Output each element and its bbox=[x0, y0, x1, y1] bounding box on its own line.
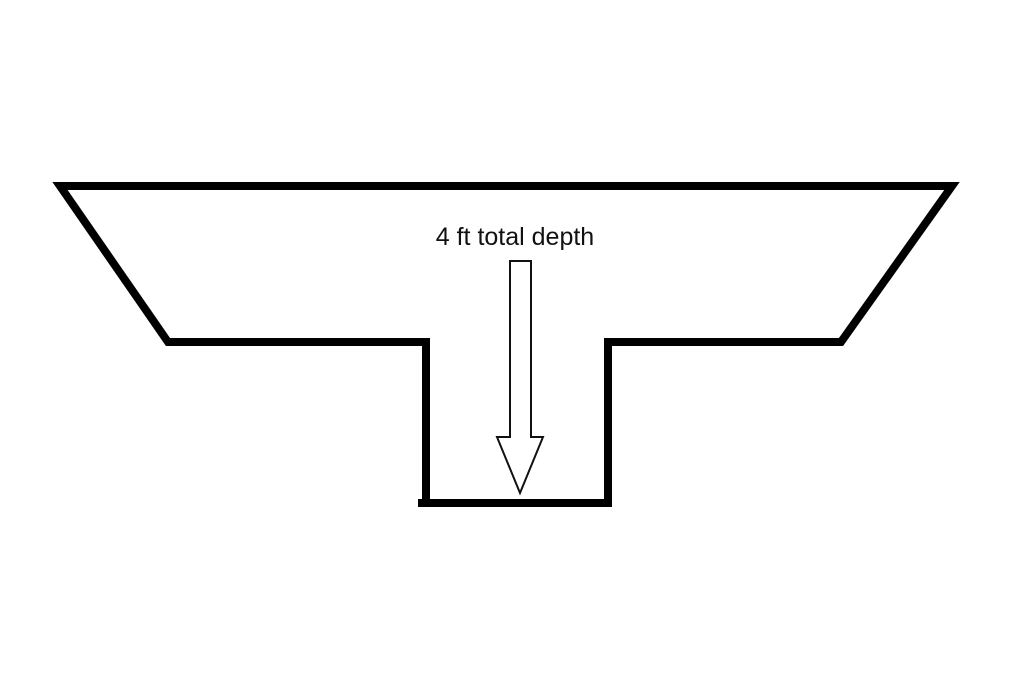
cross-section-outline bbox=[52, 182, 960, 507]
depth-arrow bbox=[495, 260, 545, 496]
depth-label: 4 ft total depth bbox=[436, 223, 594, 251]
